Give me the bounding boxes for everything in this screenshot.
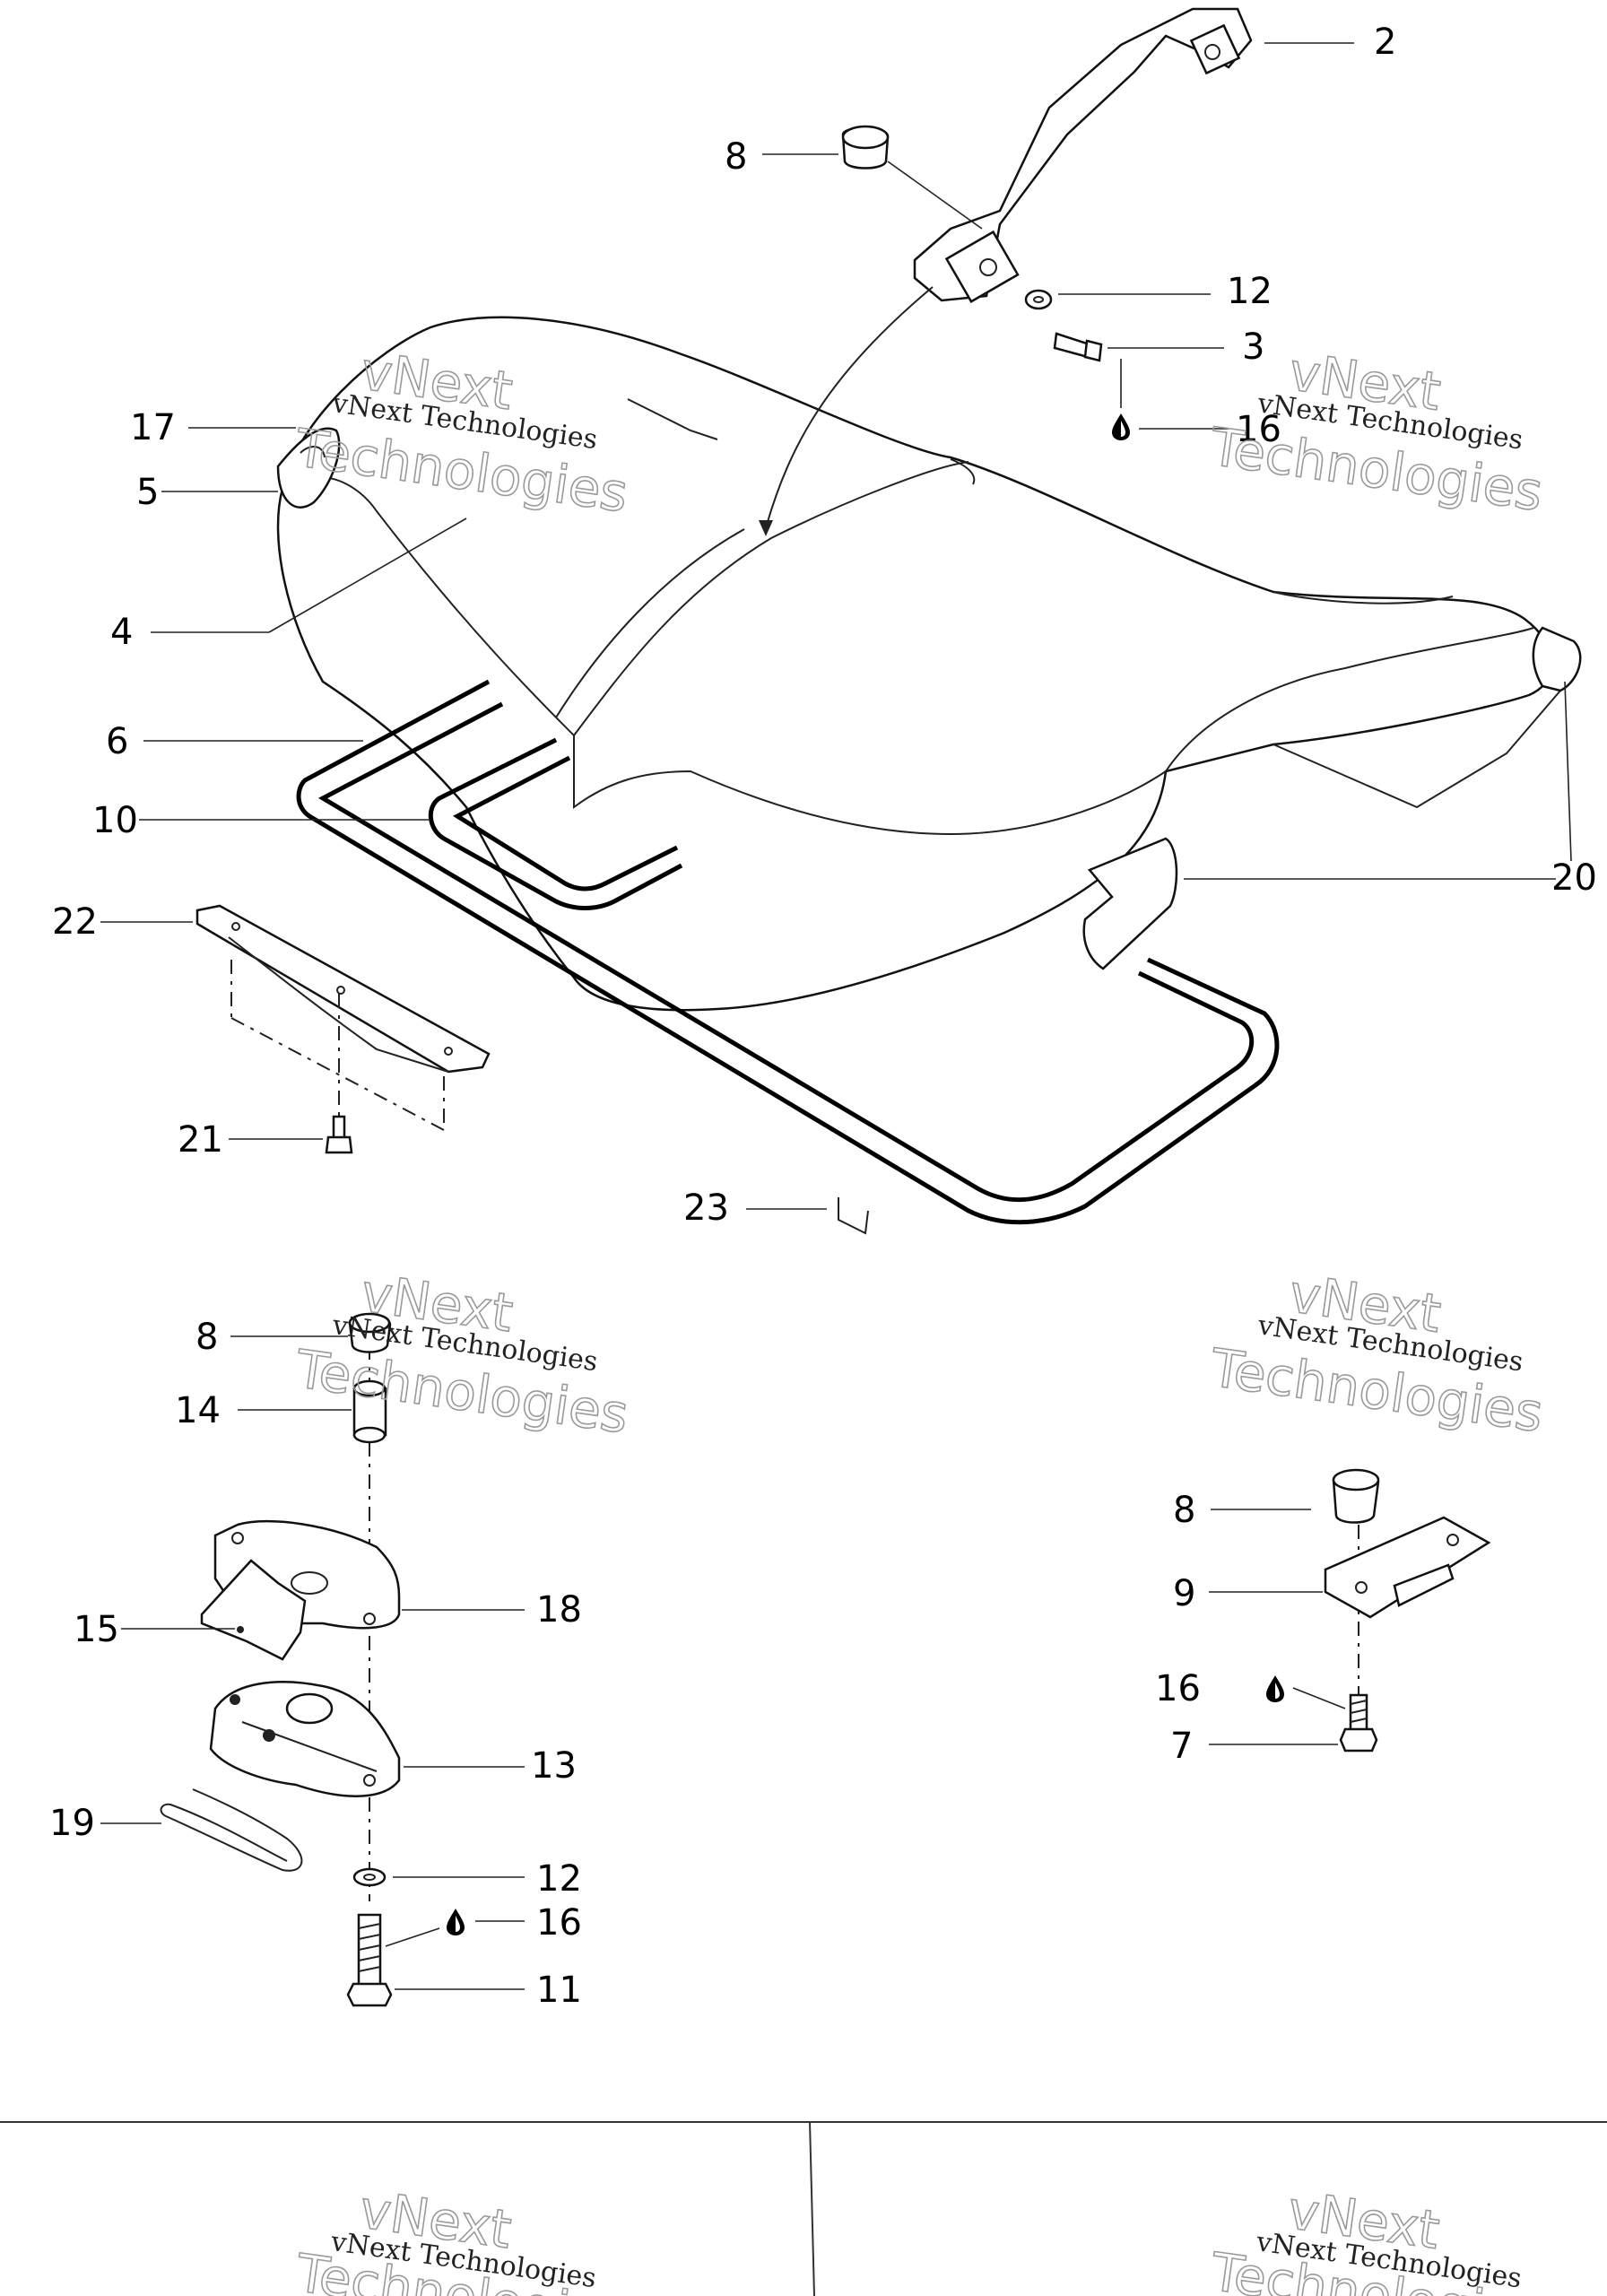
panel-divider-vertical [809, 2121, 815, 2296]
screw-21 [325, 1115, 353, 1154]
callout-15: 15 [74, 1609, 119, 1650]
grab-handle [913, 7, 1253, 303]
callout-19: 19 [49, 1803, 95, 1844]
callout-5: 5 [136, 472, 159, 513]
callout-18: 18 [536, 1589, 582, 1631]
leader-lines [100, 42, 1572, 1990]
callout-17: 17 [130, 407, 176, 448]
callout-4: 4 [110, 612, 133, 653]
callout-8: 8 [195, 1317, 218, 1358]
watermark: vNext Technologies vNext Technologies [291, 340, 632, 526]
screw-3 [1053, 332, 1103, 362]
seat-frame [296, 679, 1280, 1225]
clip-23 [838, 1197, 869, 1235]
callout-11: 11 [536, 1970, 582, 2011]
callout-16: 16 [1236, 409, 1281, 450]
seat-assembly [276, 316, 1582, 1012]
callout-8: 8 [1173, 1490, 1195, 1531]
watermark: vNext Technologies vNext Technologies [291, 1262, 632, 1447]
oil-drop-icon [1112, 413, 1130, 440]
watermark: vNext Technologies vNext Technologies [291, 2179, 633, 2296]
callout-16: 16 [1155, 1668, 1201, 1709]
callout-8: 8 [725, 136, 747, 178]
callout-3: 3 [1242, 326, 1264, 368]
bracket-22 [195, 904, 491, 1131]
callout-12: 12 [536, 1858, 582, 1900]
callout-16: 16 [536, 1902, 582, 1944]
callout-13: 13 [531, 1745, 577, 1787]
callout-14: 14 [175, 1390, 221, 1431]
callout-22: 22 [52, 901, 98, 943]
oil-drop-icon [1266, 1675, 1284, 1702]
callout-20: 20 [1551, 857, 1597, 899]
striker-assembly [1324, 1468, 1491, 1752]
callout-2: 2 [1374, 22, 1396, 63]
callout-21: 21 [178, 1119, 223, 1161]
callout-12: 12 [1227, 271, 1273, 312]
watermark: vNext Technologies vNext Technologies [1206, 1262, 1548, 1444]
oil-drop-icon [447, 1909, 465, 1935]
washer-top [1024, 289, 1053, 310]
grommet-cap-top [841, 125, 890, 170]
callout-10: 10 [92, 800, 138, 841]
callout-23: 23 [683, 1187, 729, 1229]
latch-assembly [160, 1312, 401, 2007]
callout-6: 6 [106, 721, 128, 762]
callout-9: 9 [1173, 1573, 1195, 1614]
watermark: vNext Technologies vNext Technologies [1206, 2179, 1548, 2296]
callout-7: 7 [1170, 1726, 1193, 1767]
